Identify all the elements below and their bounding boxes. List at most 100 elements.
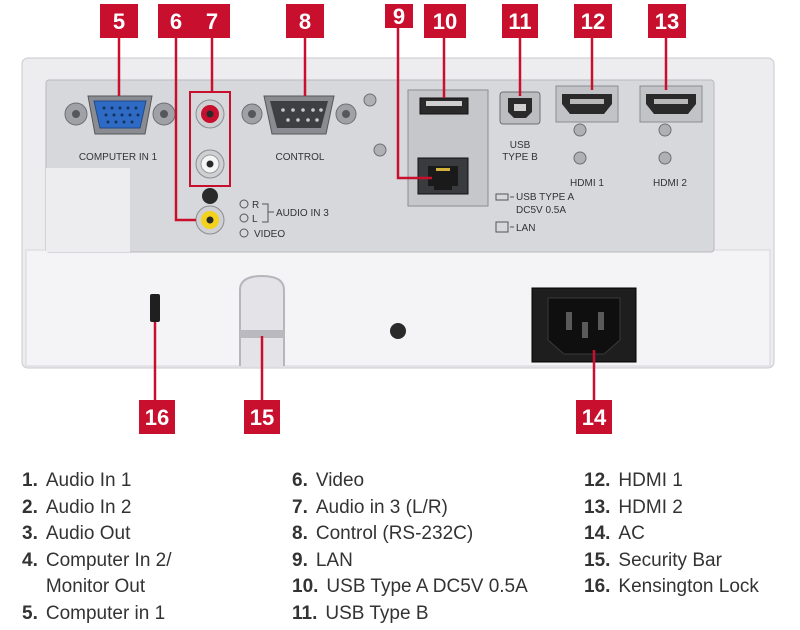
legend-item: 11. USB Type B [292,601,528,628]
audio-bracket [262,203,274,223]
callout-badge-8 [286,4,324,38]
callout-badge-label: 7 [206,9,218,34]
legend-number: 6. [292,470,308,491]
panel-recess-left [46,168,130,252]
legend-label: Computer In 2/ Monitor Out [45,549,172,598]
legend-label: LAN [315,549,353,571]
legend-label: Audio Out [45,523,131,544]
usb-type-a-tongue [426,101,462,106]
callout-badge-6 [158,4,194,38]
lan-port-icon [417,157,469,195]
usb-a-symbol-icon [495,193,509,233]
callout-badge-label: 14 [582,405,607,430]
legend-number: 14. [584,523,611,544]
legend-item: 9. LAN [292,548,528,575]
label-audio-l: L [252,214,258,225]
rca-audio-r-jack-icon [195,99,225,129]
security-bar-icon [239,274,285,366]
label-control: CONTROL [276,152,325,163]
legend-item: 7. Audio in 3 (L/R) [292,495,528,522]
callout-badge-label: 6 [170,9,182,34]
label-hdmi-1: HDMI 1 [570,178,604,189]
legend-number: 15. [584,549,611,571]
label-usb-type-a: USB TYPE A [516,192,575,203]
legend-item: 5. Computer in 1 [22,601,172,628]
legend-number: 9. [292,549,308,571]
label-lan: LAN [516,223,535,234]
legend-label: HDMI 2 [618,496,683,518]
label-hdmi-2: HDMI 2 [653,178,687,189]
rca-highlight-box [189,91,231,187]
legend-label: Control (RS-232C) [315,523,474,544]
legend-number: 11. [292,602,318,624]
legend-label: Audio in 3 (L/R) [315,496,448,518]
callout-badge-label: 11 [508,9,531,34]
legend-number: 10. [292,576,319,597]
legend-item: 10.USB Type A DC5V 0.5A [292,574,528,601]
legend-item: 13. HDMI 2 [584,495,759,522]
legend-item: 3.Audio Out [22,521,172,548]
legend-number: 7. [292,496,308,518]
usb-a-bracket [510,196,514,228]
legend-item: 14.AC [584,521,759,548]
legend-label: Audio In 1 [45,470,132,491]
legend-column-2: 6. Video 7. Audio in 3 (L/R) 8. Control (RS-2… [292,468,528,627]
callout-badge-label: 10 [433,9,457,34]
vga-port-icon [64,95,176,135]
callout-badge-11 [502,4,538,38]
callout-badge-label: 8 [299,9,311,34]
legend-number: 12. [584,470,611,491]
label-audio-in-3: AUDIO IN 3 [276,208,329,219]
callout-badge-label: 5 [113,9,125,34]
projector-rear-panel-diagram: COMPUTER IN 1 R L AUDIO IN 3 VIDEO CO [21,4,775,434]
callout-badge-5 [100,4,138,38]
legend-label: HDMI 1 [618,470,683,491]
rca-audio-l-jack-icon [195,149,225,179]
callout-badge-10 [424,4,466,38]
legend-item: 12. HDMI 1 [584,468,759,495]
legend-number: 5. [22,602,38,624]
legend-item: 1. Audio In 1 [22,468,172,495]
legend-number: 1. [22,470,38,491]
legend-number: 16. [584,576,611,597]
rs232-port-icon [241,95,357,135]
legend-label: Audio In 2 [45,496,132,518]
callout-badge-14 [576,400,612,434]
legend-number: 8. [292,523,308,544]
callout-badge-7 [194,4,230,38]
callout-badge-12 [574,4,612,38]
rca-video-jack-icon [195,188,225,235]
legend-label: USB Type B [325,602,429,624]
legend-label: Video [315,470,365,491]
callout-badge-16 [139,400,175,434]
label-video: VIDEO [254,229,285,240]
callout-lines [117,28,668,400]
callout-badge-label: 13 [655,9,679,34]
legend-label: Computer in 1 [45,602,166,624]
legend-item: 15.Security Bar [584,548,759,575]
legend-number: 13. [584,496,611,518]
callout-badge-label: 12 [581,9,605,34]
label-computer-in-1: COMPUTER IN 1 [79,152,158,163]
rear-screw-hole-icon [390,323,406,339]
legend-item: 6. Video [292,468,528,495]
legend-item: 16. Kensington Lock [584,574,759,601]
callout-badge-label: 16 [145,405,169,430]
label-audio-r: R [252,200,259,211]
hdmi-1-port-icon [555,85,619,123]
callout-badge-15 [244,400,280,434]
callout-badge-label: 9 [393,4,405,29]
ac-power-inlet-icon [531,287,637,363]
legend-item: 2. Audio In 2 [22,495,172,522]
chassis-lower [25,249,771,367]
legend-number: 2. [22,496,38,518]
label-dc5v: DC5V 0.5A [516,205,566,216]
legend-label: Kensington Lock [618,576,759,597]
callout-badge-9 [385,4,413,28]
legend-item: 4.Computer In 2/ Monitor Out [22,548,172,601]
legend-item: 8. Control (RS-232C) [292,521,528,548]
hdmi-2-port-icon [639,85,703,123]
